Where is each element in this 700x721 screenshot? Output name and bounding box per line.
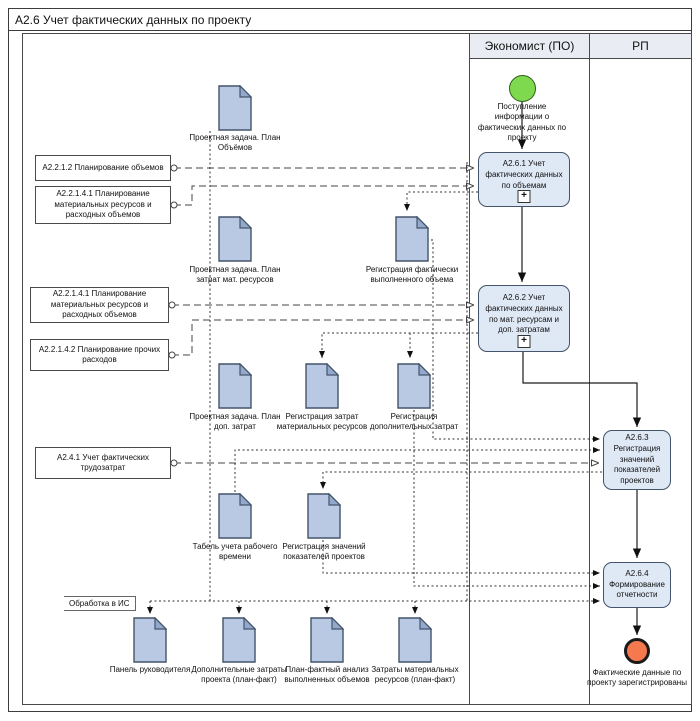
refbox-planning-other: А2.2.1.4.2 Планирование прочих расходов [30, 339, 169, 371]
doc-label: Дополнительные затраты проекта (план-фак… [191, 665, 287, 685]
doc-label: План-фактный анализ выполненных объемов [284, 665, 370, 685]
doc-additional-costs-registration [397, 362, 432, 409]
refbox-labor-costs: А2.4.1 Учет фактических трудозатрат [35, 447, 171, 479]
doc-plan-volumes [218, 84, 253, 131]
document-icon [397, 362, 432, 409]
doc-label: Проектная задача. План доп. затрат [189, 412, 281, 432]
doc-timesheet [218, 492, 253, 539]
doc-label: Регистрация дополнительных затрат [369, 412, 459, 432]
task-a263[interactable]: А2.6.3 Регистрация значений показателей … [603, 430, 671, 490]
task-label: А2.6.1 Учет фактических данных по объема… [485, 159, 563, 190]
subprocess-plus-icon[interactable]: + [517, 335, 531, 348]
doc-plan-additional-costs [218, 362, 253, 409]
refbox-planning-material-2: А2.2.1.4.1 Планирование материальных рес… [30, 287, 169, 323]
document-icon [395, 215, 430, 262]
document-icon [305, 362, 340, 409]
doc-label: Регистрация фактически выполненного объе… [365, 265, 459, 285]
doc-plan-material-costs [218, 215, 253, 262]
doc-actual-volume-registration [395, 215, 430, 262]
doc-label: Проектная задача. План Объёмов [189, 133, 281, 153]
is-processing-annotation: Обработка в ИС [64, 596, 136, 611]
document-icon [398, 616, 433, 663]
doc-additional-costs-plan-fact [222, 616, 257, 663]
sequence-flows [517, 102, 642, 635]
task-a262[interactable]: А2.6.2 Учет фактических данных по мат. р… [478, 285, 570, 352]
end-event-label: Фактические данные по проекту зарегистри… [587, 668, 687, 688]
doc-label: Панель руководителя [109, 665, 191, 674]
document-icon [222, 616, 257, 663]
association-source-dots [168, 164, 178, 467]
end-event-icon [624, 638, 650, 664]
document-icon [310, 616, 345, 663]
lane-header-rp: РП [589, 34, 691, 59]
doc-plan-fact-volume-analysis [310, 616, 345, 663]
doc-indicator-values-registration [307, 492, 342, 539]
refbox-planning-volumes: А2.2.1.2 Планирование объемов [35, 155, 171, 181]
start-event-label: Поступление информации о фактических дан… [477, 102, 567, 143]
doc-material-costs-registration [305, 362, 340, 409]
document-icon [218, 215, 253, 262]
document-icon [218, 362, 253, 409]
lane-border-economist [469, 34, 470, 704]
doc-label: Затраты материальных ресурсов (план-факт… [371, 665, 459, 685]
task-label: А2.6.3 Регистрация значений показателей … [613, 433, 661, 486]
task-label: А2.6.4 Формирование отчетности [609, 568, 665, 600]
diagram-title: А2.6 Учет фактических данных по проекту [9, 9, 691, 31]
lane-border-rp [589, 34, 590, 704]
doc-label: Регистрация затрат материальных ресурсов [276, 412, 368, 432]
doc-label: Проектная задача. План затрат мат. ресур… [189, 265, 281, 285]
lane-header-economist: Экономист (ПО) [469, 34, 589, 59]
association-flows [172, 168, 599, 463]
document-icon [218, 84, 253, 131]
doc-label: Регистрация значений показателей проекто… [282, 542, 366, 562]
doc-manager-dashboard [133, 616, 168, 663]
subprocess-plus-icon[interactable]: + [517, 190, 531, 203]
doc-material-costs-plan-fact [398, 616, 433, 663]
start-event-icon [509, 75, 536, 102]
task-a261[interactable]: А2.6.1 Учет фактических данных по объема… [478, 152, 570, 207]
document-icon [307, 492, 342, 539]
document-icon [218, 492, 253, 539]
document-icon [133, 616, 168, 663]
refbox-planning-material-1: А2.2.1.4.1 Планирование материальных рес… [35, 186, 171, 224]
document-flows [147, 131, 602, 614]
task-a264[interactable]: А2.6.4 Формирование отчетности [603, 562, 671, 608]
diagram-frame: А2.6 Учет фактических данных по проекту [8, 8, 692, 712]
doc-label: Табель учета рабочего времени [192, 542, 278, 562]
task-label: А2.6.2 Учет фактических данных по мат. р… [485, 292, 563, 335]
